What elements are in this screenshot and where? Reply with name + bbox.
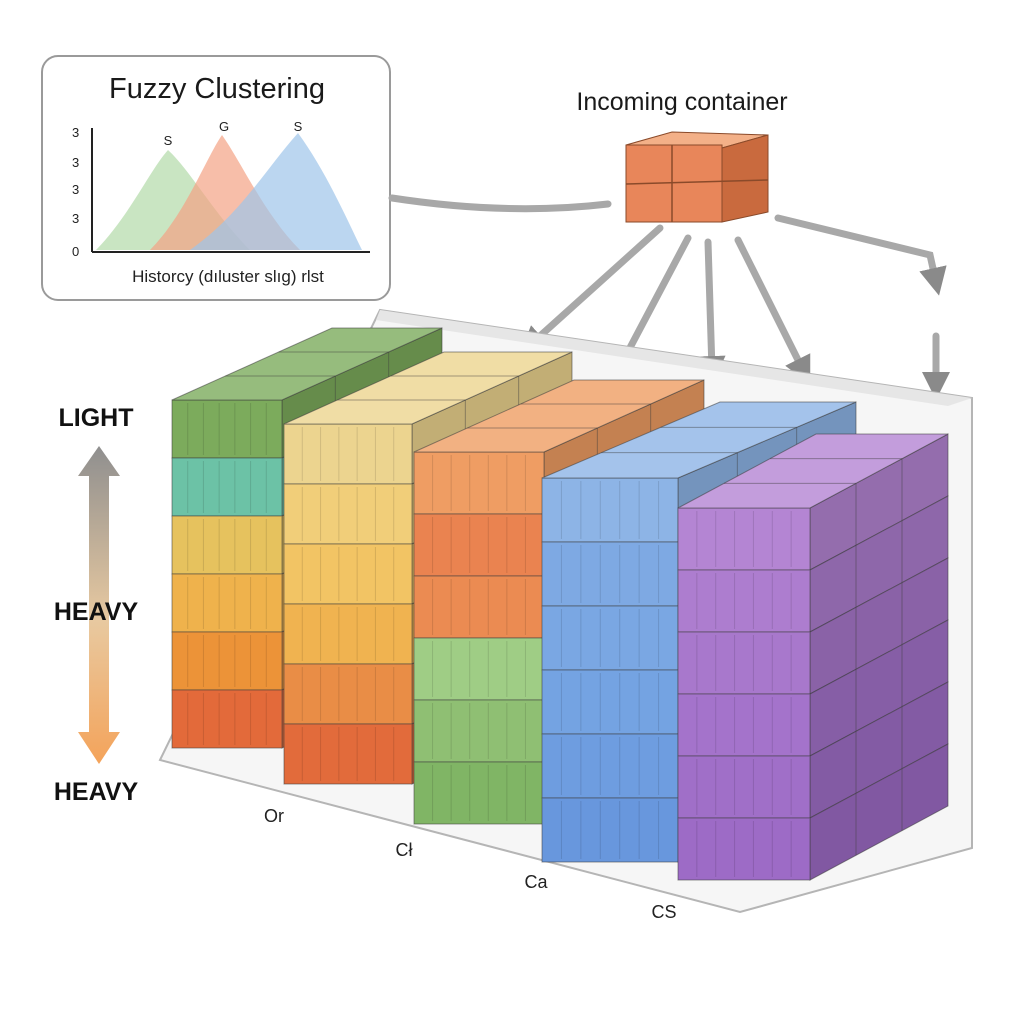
container-box — [677, 433, 949, 571]
container-front-face — [541, 541, 679, 607]
container-stack-top — [541, 401, 857, 479]
container-front-face — [677, 693, 811, 757]
peak-label-1: S — [164, 133, 173, 148]
container-box — [677, 619, 949, 757]
y-tick-1: 3 — [72, 125, 79, 140]
curve-blue — [190, 133, 362, 250]
container-box — [677, 681, 949, 819]
arrow-to-stack-5 — [774, 214, 947, 296]
container-front-face — [541, 733, 679, 799]
yard-back-wall — [376, 310, 972, 406]
container-front-face — [283, 483, 413, 545]
row-label-2: Cł — [396, 840, 413, 860]
container-front-face — [541, 605, 679, 671]
container-front-face — [171, 631, 283, 691]
container-front-face — [283, 423, 413, 485]
arrow-to-stack-2 — [519, 224, 664, 355]
container-stack-top — [283, 351, 573, 425]
container-front-face — [171, 689, 283, 749]
y-tick-4: 3 — [72, 211, 79, 226]
container-front-face — [283, 543, 413, 605]
peak-label-2: G — [219, 119, 229, 134]
container-stack-top — [677, 433, 949, 509]
container-front-face — [413, 451, 545, 515]
container-front-face — [413, 699, 545, 763]
incoming-seam-h — [625, 179, 769, 185]
container-front-face — [413, 761, 545, 825]
y-tick-3: 3 — [72, 182, 79, 197]
weight-label-heavy: HEAVY — [54, 778, 139, 806]
container-stack-top — [171, 327, 443, 401]
container-front-face — [541, 477, 679, 543]
weight-label-middle: HEAVY — [54, 598, 139, 626]
container-front-face — [413, 575, 545, 639]
fuzzy-clustering-panel: Fuzzy Clustering 3 3 3 3 0 S G S Historc… — [41, 55, 391, 301]
container-front-face — [171, 399, 283, 459]
container-box — [677, 743, 949, 881]
weight-axis: LIGHT HEAVY HEAVY — [54, 404, 139, 806]
x-axis-label: Historcy (dıluster slıg) rlst — [132, 267, 324, 286]
weight-arrow — [78, 446, 120, 764]
container-front-face — [283, 663, 413, 725]
y-tick-5: 0 — [72, 244, 79, 259]
row-label-4: CS — [651, 902, 676, 922]
incoming-side — [721, 134, 769, 223]
container-front-face — [677, 755, 811, 819]
yard: Or Cł Ca CS — [158, 308, 973, 922]
container-front-face — [541, 669, 679, 735]
y-tick-2: 3 — [72, 155, 79, 170]
container-front-face — [677, 817, 811, 881]
arrow-to-stack-4b — [734, 236, 811, 385]
container-front-face — [171, 573, 283, 633]
arrow-to-stack-4 — [697, 238, 726, 384]
container-front-face — [677, 631, 811, 695]
container-front-face — [413, 637, 545, 701]
assignment-arrows — [388, 194, 950, 400]
container-front-face — [677, 507, 811, 571]
container-front-face — [171, 457, 283, 517]
container-stacks — [171, 327, 949, 881]
container-front-face — [677, 569, 811, 633]
membership-plot: 3 3 3 3 0 S G S Historcy (dıluster slıg)… — [72, 119, 370, 286]
container-front-face — [283, 723, 413, 785]
container-front-face — [283, 603, 413, 665]
panel-title: Fuzzy Clustering — [109, 73, 325, 105]
container-front-face — [171, 515, 283, 575]
incoming-container: Incoming container — [576, 88, 788, 223]
container-front-face — [413, 513, 545, 577]
container-stack-5 — [677, 433, 949, 881]
weight-label-light: LIGHT — [59, 404, 134, 432]
container-box — [677, 557, 949, 695]
arrow-panel-to-container — [388, 194, 612, 213]
row-label-1: Or — [264, 806, 284, 826]
incoming-label: Incoming container — [576, 88, 787, 116]
container-box — [677, 495, 949, 633]
peak-label-3: S — [294, 119, 303, 134]
row-label-3: Ca — [524, 872, 548, 892]
container-stack-top — [413, 379, 705, 453]
container-front-face — [541, 797, 679, 863]
